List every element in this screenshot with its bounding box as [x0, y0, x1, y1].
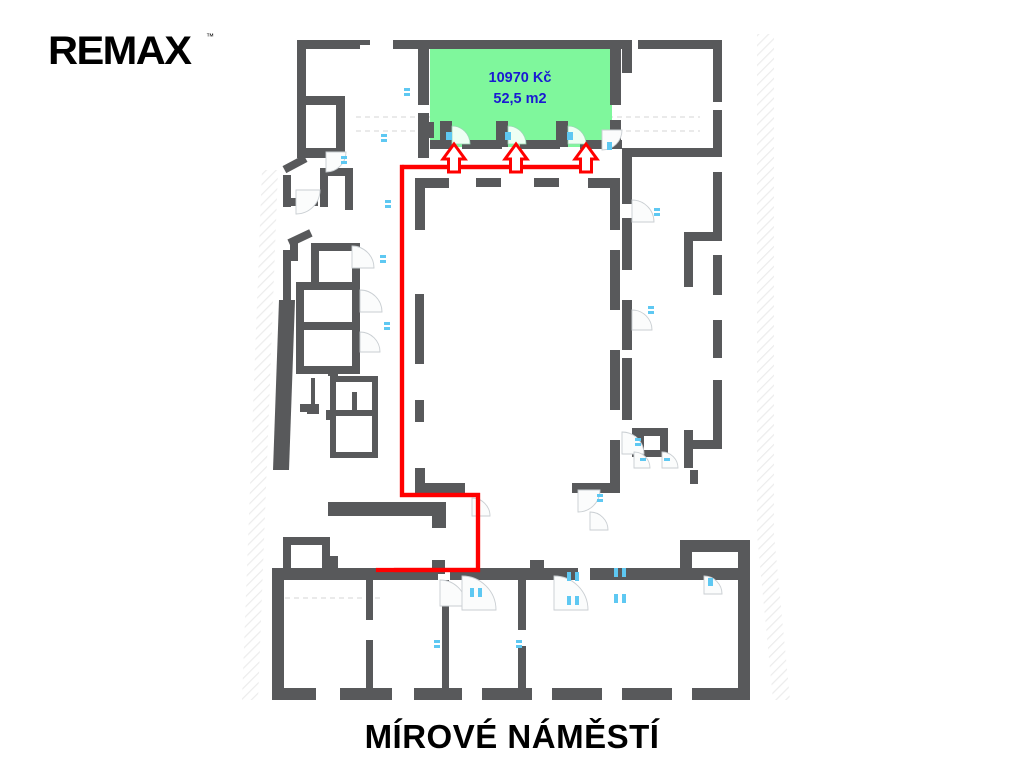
property-boundary-hatching [242, 34, 790, 700]
unit-area-label: 52,5 m2 [493, 91, 546, 107]
access-route [375, 141, 600, 573]
route-arrow [502, 141, 530, 174]
door-glyphs [341, 88, 713, 648]
walls [272, 40, 750, 700]
route-arrow [440, 141, 468, 174]
route-arrow [572, 141, 600, 174]
remax-logo-text: REMAX [48, 29, 192, 73]
unit-price-label: 10970 Kč [489, 70, 552, 86]
trademark-symbol: ™ [206, 32, 214, 41]
page-title: MÍROVÉ NÁMĚSTÍ [364, 718, 660, 755]
remax-logo: REMAX ™ [48, 28, 214, 74]
